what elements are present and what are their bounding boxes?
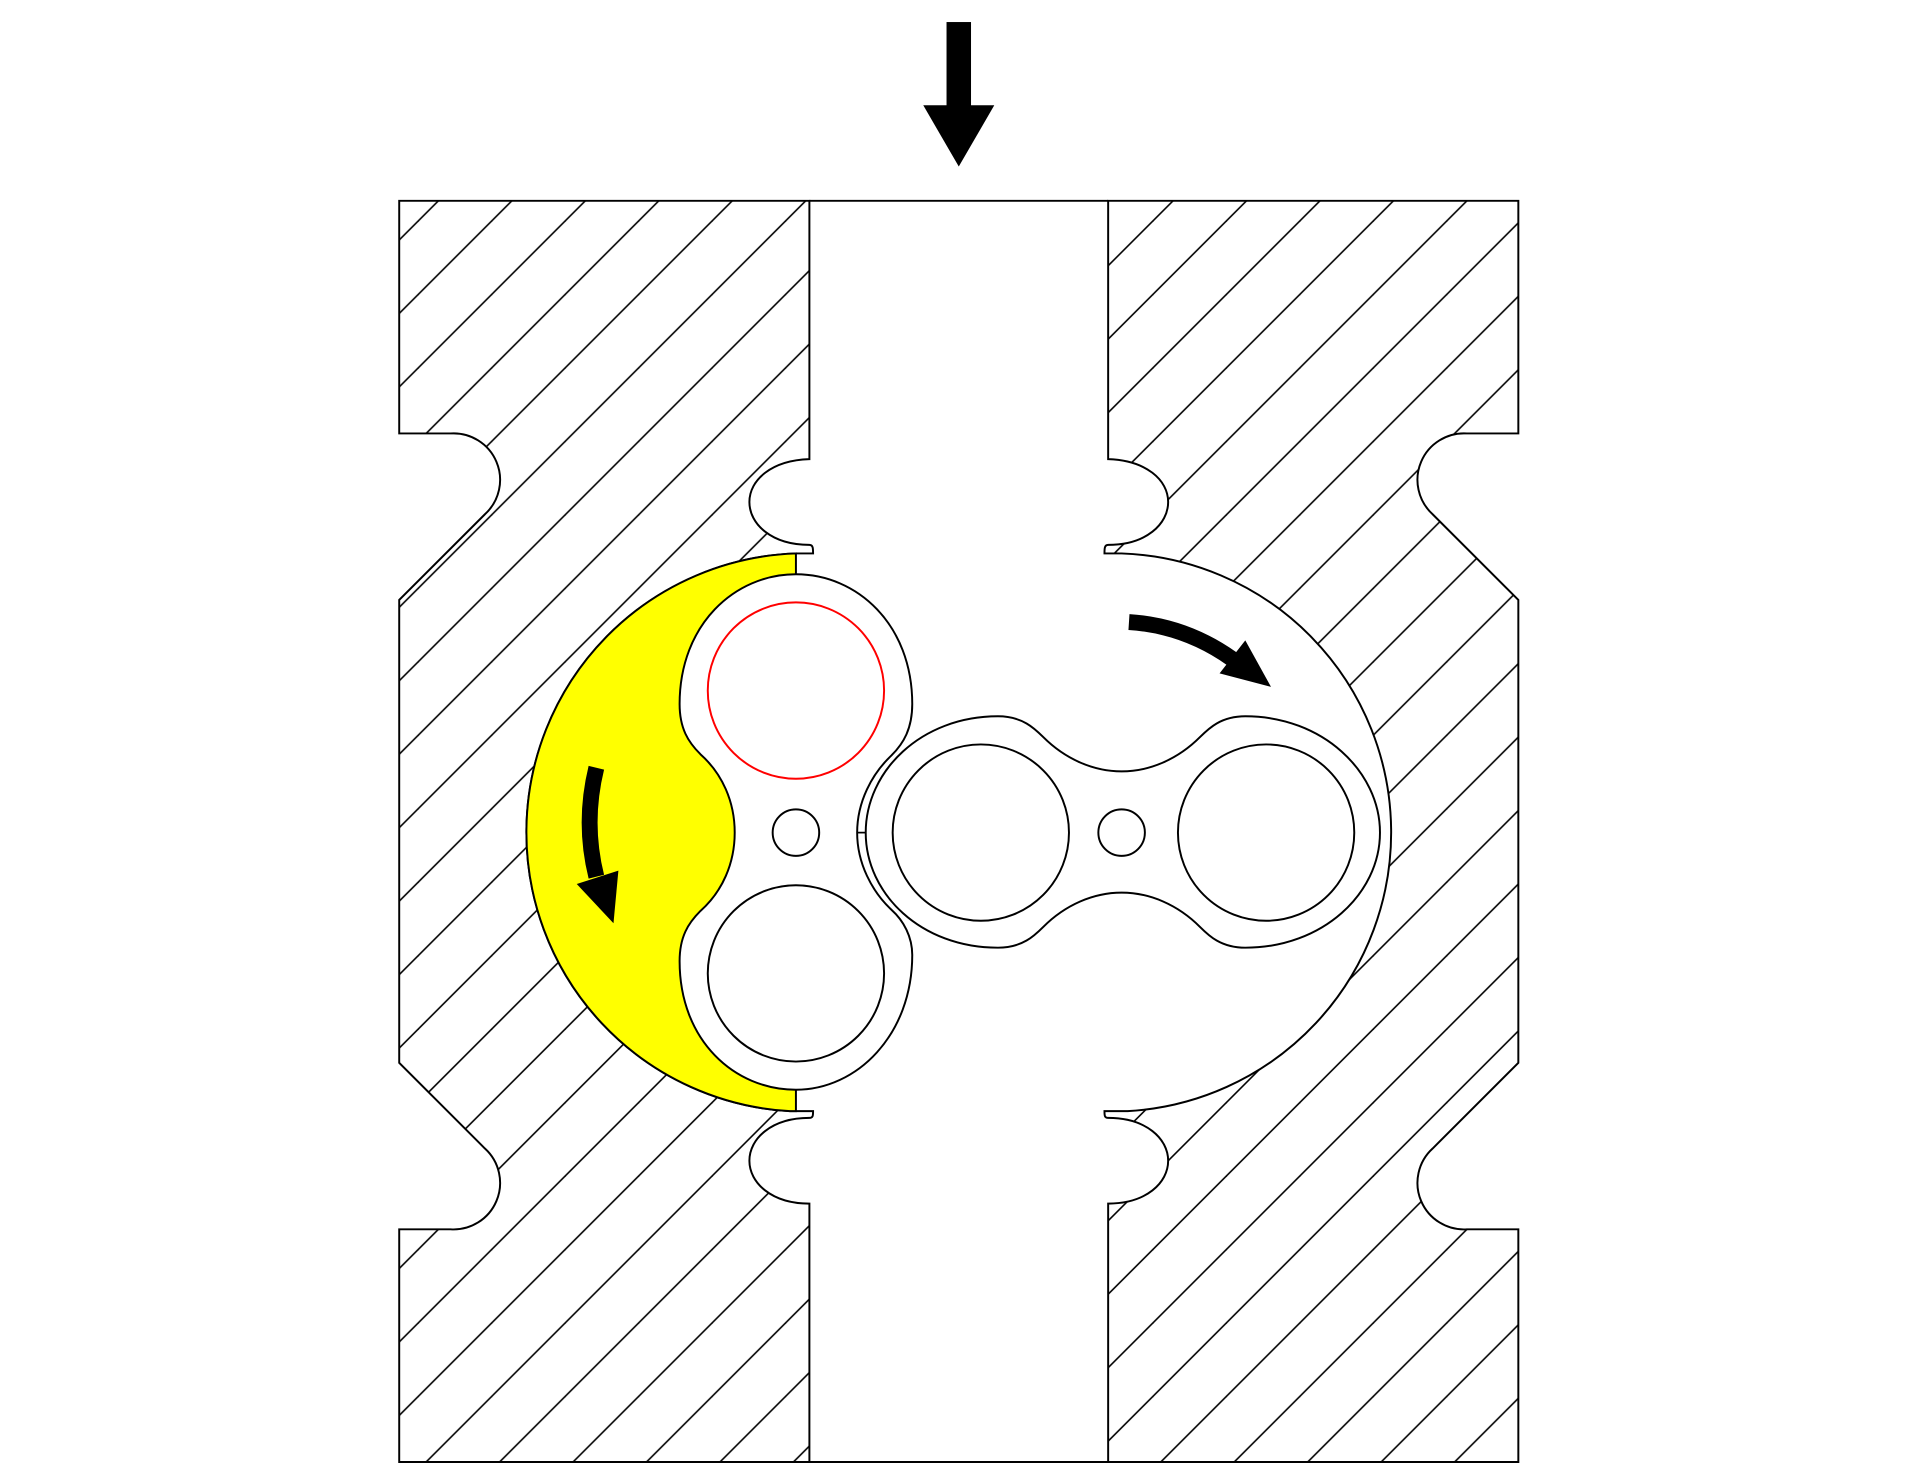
rotor-shaft [771,808,821,857]
rotor-bore [891,743,1070,922]
rotor-bore [1176,743,1356,922]
right-rotor [857,715,1381,949]
flow-direction-arrow-icon [923,22,995,167]
rotation-arrow-counterclockwise-icon [576,765,619,924]
rotation-arrow-clockwise-icon [1128,614,1272,687]
rotor-shaft [1097,808,1146,857]
rotor-bore [706,884,886,1063]
left-rotor [678,573,914,1091]
rotor-bore-highlighted [706,601,886,780]
